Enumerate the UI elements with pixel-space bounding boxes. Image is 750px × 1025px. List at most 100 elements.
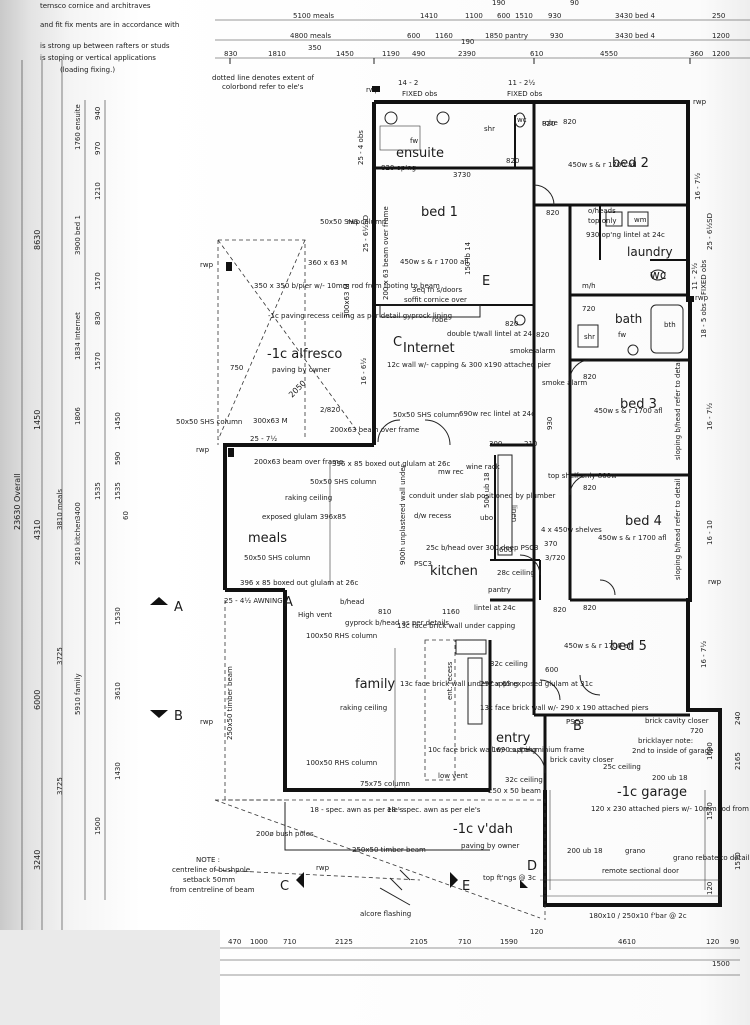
meals-glulam-2: 396 x 85 boxed out glulam at 26c — [240, 579, 358, 587]
door-1160: 1160 — [442, 608, 460, 616]
door-3720: 3/720 — [545, 554, 565, 562]
meals-awning: 25 - 4½ AWNING — [224, 597, 283, 605]
side-window-bed5: 16 - 7½ — [700, 641, 708, 668]
left-dimensions: 23630 Overall 8630 1450 4310 6000 3240 1… — [13, 60, 130, 950]
bed1-beam: 360 x 63 M — [308, 259, 347, 267]
alfresco-pier: 350 x 350 b/pier w/- 10mm rod from footi… — [254, 282, 440, 290]
top-dim-r3-6: 2390 — [458, 50, 476, 58]
rwp-4: rwp — [200, 261, 214, 269]
meals-raking: raking ceiling — [285, 494, 332, 502]
shower-icon — [577, 324, 599, 348]
family-gyprock: gyprock b/head as per details — [345, 619, 449, 627]
linen-shelf-icon — [497, 454, 513, 556]
garage-ub2: 200 ub 18 — [567, 847, 603, 855]
note-line-1: ternsco cornice and architraves — [40, 2, 151, 10]
door-swing-icon — [519, 747, 546, 774]
kitchen-lintel: lintel at 24c — [474, 604, 516, 612]
chain2-13: 1500 — [94, 817, 102, 835]
garage-rebate: grano rebate to detail — [673, 854, 750, 862]
beam-over-frame-2: 200x63 beam over frame — [330, 426, 419, 434]
garage-brick: brick cavity closer — [645, 717, 709, 725]
top-dim-r3-9: 360 — [690, 50, 703, 58]
door-210: 210 — [524, 440, 537, 448]
family-lowvent: low vent — [438, 772, 468, 780]
robe-shelf-icon — [379, 304, 481, 318]
family-rhs2: 100x50 RHS column — [306, 759, 377, 767]
bath-icon — [650, 304, 684, 354]
door-820-i: 820 — [536, 331, 549, 339]
rwp-8: rwp — [200, 718, 214, 726]
alfresco-beam: 300x63 M — [253, 417, 288, 425]
family-ceiling: 32c ceiling — [490, 660, 528, 668]
chain2-3: 1570 — [94, 272, 102, 290]
entry-ceiling: 32c ceiling — [505, 776, 543, 784]
top-dim-r1-2: 1100 — [465, 12, 483, 20]
garage-door: remote sectional door — [602, 867, 679, 875]
psc3-entry: PSC3 — [566, 718, 584, 726]
note-line-2: and fit fix ments are in accordance with — [40, 21, 179, 29]
alfresco-side-window: 16 - 6½ — [360, 358, 368, 385]
major-dim-1: 1450 — [33, 410, 42, 430]
section-markers: A B B C C E D A — [150, 335, 582, 894]
bottom-dim-8: 4610 — [618, 938, 636, 946]
garage-dim-1570b: 1570 — [734, 852, 742, 870]
note-area — [0, 930, 220, 1025]
annotations: 14 - 2 FIXED obs 11 - 2½ FIXED obs 25 - … — [170, 79, 750, 920]
ent-recess-icon — [467, 657, 483, 725]
top-dim-r3-2: 350 — [308, 44, 321, 52]
top-dim-r3-7: 610 — [530, 50, 543, 58]
beam-over-frame: 200 x 63 beam over frame — [382, 206, 390, 300]
garage-piers: 120 x 230 attached piers w/- 10mm rod fr… — [591, 805, 750, 813]
internet-wall: 12c wall w/- capping & 300 x190 attached… — [387, 361, 551, 369]
bed1-soffit: soffit cornice over — [404, 296, 467, 304]
bottom-dim-0: 470 — [228, 938, 241, 946]
laundry-top-only: top only — [588, 217, 617, 225]
door-600: 600 — [545, 666, 558, 674]
rwp-markers: rwp rwp rwp rwp rwp rwp rwp rwp rwp — [196, 86, 722, 872]
room-robe: robe — [432, 316, 448, 324]
colorbond-note-2: colorbond refer to ele's — [222, 83, 304, 91]
room-bath-shr: shr — [584, 333, 595, 341]
family-brick2: 13c face brick wall under capping — [400, 680, 518, 688]
door-820-e: 820 — [583, 484, 596, 492]
step-line — [399, 869, 411, 881]
door-swing-icon — [579, 674, 601, 696]
garage-dim-1570: 1570 — [706, 802, 714, 820]
section-d-arrow-icon — [520, 880, 528, 888]
top-dim-r1-7: 250 — [712, 12, 725, 20]
section-marker-b-icon — [150, 710, 168, 718]
garage-dim-1690: 1690 — [706, 742, 714, 760]
top-dim-r0-1: 90 — [570, 0, 579, 7]
rwp-icon-1 — [226, 262, 232, 271]
top-dim-r0-0: 190 — [492, 0, 505, 7]
bottom-dim-3: 2125 — [335, 938, 353, 946]
rwp-icon-2 — [228, 448, 234, 457]
rwp-9: rwp — [316, 864, 330, 872]
room-pantry: pantry — [488, 586, 511, 594]
door-820-b: 820 — [563, 118, 576, 126]
ensuite-tile-icon — [379, 125, 421, 151]
chain2-5: 1570 — [94, 352, 102, 370]
side-window-bed2: 16 - 7½ — [694, 173, 702, 200]
verandah-poles: 200ø bush poles — [256, 830, 314, 838]
chain2-4: 830 — [94, 312, 102, 325]
door-720: 720 — [582, 305, 595, 313]
chain2-7: 590 — [114, 452, 122, 465]
verandah-paving: paving by owner — [461, 842, 519, 850]
rwp-icon-4 — [686, 296, 694, 302]
top-dim-r1-5: 930 — [548, 12, 561, 20]
top-dim-r2-1: 600 — [407, 32, 420, 40]
room-wm: wm — [634, 216, 647, 224]
kitchen-dw: d/w recess — [414, 512, 452, 520]
family-brick4: 10c face brick wall w/- capping — [428, 746, 536, 754]
door-820-h: 820 — [505, 320, 518, 328]
chain1-0: 1760 ensuite — [74, 104, 82, 150]
door-swing-icon — [539, 679, 561, 701]
top-dim-r3-1: 1810 — [268, 50, 286, 58]
bed1-column: 50x50 SHS column — [320, 218, 386, 226]
major-dim-3: 6000 — [33, 690, 42, 710]
toilet-icon — [650, 269, 666, 281]
bottom-dim-2: 710 — [283, 938, 296, 946]
garage-ub: 200 ub 18 — [652, 774, 688, 782]
